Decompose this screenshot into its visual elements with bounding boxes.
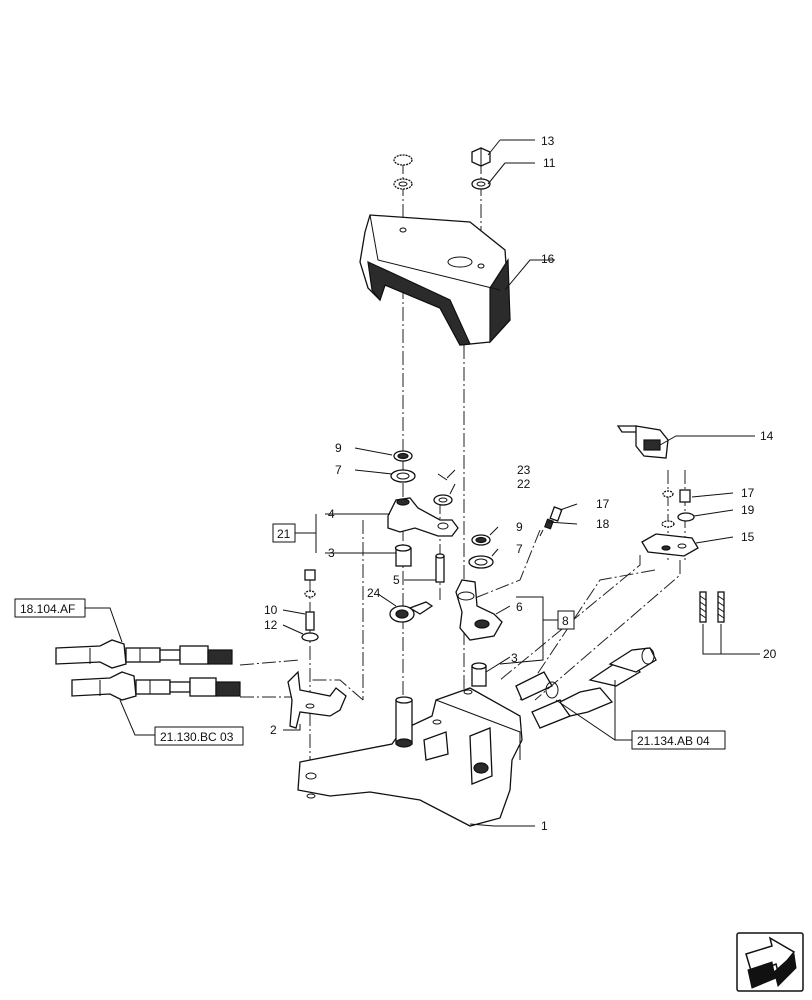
callout-23: 23 — [517, 463, 531, 477]
bushing-3-upper — [394, 544, 412, 567]
callout-11: 11 — [543, 156, 556, 170]
switch-14 — [616, 425, 669, 459]
washer-9-left — [393, 450, 413, 462]
callout-17-left: 17 — [596, 497, 610, 511]
next-page-arrow-icon[interactable] — [736, 932, 804, 992]
lever-4 — [387, 497, 459, 537]
callout-16: 16 — [541, 252, 555, 266]
callout-12: 12 — [264, 618, 278, 632]
clip-24 — [389, 601, 434, 623]
ref-link-18-104-af[interactable]: 18.104.AF — [14, 598, 86, 618]
callout-10: 10 — [264, 603, 278, 617]
ref-link-21-134-ab-04-label: 21.134.AB 04 — [637, 734, 710, 748]
callout-3-lower: 3 — [511, 651, 518, 665]
group-box-21[interactable]: 21 — [272, 523, 296, 543]
ref-link-18-104-af-label: 18.104.AF — [20, 602, 75, 616]
callout-20: 20 — [763, 647, 777, 661]
washer-7-left — [390, 469, 416, 483]
washer-12 — [301, 632, 319, 642]
bracket-15 — [641, 533, 699, 557]
callout-17-right: 17 — [741, 486, 755, 500]
cover-16 — [359, 214, 511, 346]
leader-lines — [78, 139, 760, 827]
sensor-18-104-af — [55, 639, 233, 669]
center-lines — [239, 160, 686, 780]
bolt-17-right — [662, 489, 691, 503]
ref-link-21-130-bc-03[interactable]: 21.130.BC 03 — [154, 726, 244, 746]
callout-1: 1 — [541, 819, 548, 833]
callout-22: 22 — [517, 477, 531, 491]
callout-18: 18 — [596, 517, 610, 531]
group-box-21-label: 21 — [277, 527, 291, 541]
group-box-8-label: 8 — [562, 614, 569, 628]
lock-washer-top — [393, 154, 413, 190]
callout-19: 19 — [741, 503, 755, 517]
washer-19 — [661, 512, 695, 528]
connector-17-18 — [539, 506, 563, 537]
callout-5: 5 — [393, 573, 400, 587]
callout-6: 6 — [516, 600, 523, 614]
bolt-10 — [304, 569, 316, 631]
callout-9-right: 9 — [516, 520, 523, 534]
callout-4: 4 — [328, 507, 335, 521]
callouts: 13 11 16 9 7 23 22 4 3 5 9 7 17 18 24 6 … — [264, 134, 777, 833]
pin-23 — [437, 473, 448, 481]
callout-13: 13 — [541, 134, 555, 148]
washer-9-right — [471, 534, 491, 546]
callout-7-right: 7 — [516, 542, 523, 556]
callout-2: 2 — [270, 723, 277, 737]
group-box-8[interactable]: 8 — [557, 610, 575, 630]
washer-22 — [433, 494, 453, 506]
base-plate-1 — [297, 687, 523, 827]
sensor-21-130-bc-03 — [71, 671, 241, 701]
screws-20 — [699, 591, 725, 623]
bracket-2 — [287, 670, 347, 729]
nut-13 — [471, 147, 491, 167]
washer-11 — [471, 178, 491, 190]
lever-6 — [455, 579, 503, 641]
pin-5 — [435, 553, 445, 583]
callout-14: 14 — [760, 429, 774, 443]
callout-15: 15 — [741, 530, 755, 544]
washer-7-right — [468, 555, 494, 569]
callout-3-upper: 3 — [328, 546, 335, 560]
callout-9-left: 9 — [335, 441, 342, 455]
callout-7-left: 7 — [335, 463, 342, 477]
callout-24: 24 — [367, 586, 381, 600]
hose-fittings-21-134-ab-04 — [515, 647, 657, 729]
ref-link-21-134-ab-04[interactable]: 21.134.AB 04 — [631, 730, 726, 750]
ref-link-21-130-bc-03-label: 21.130.BC 03 — [160, 730, 234, 744]
bushing-3-lower — [471, 662, 487, 687]
